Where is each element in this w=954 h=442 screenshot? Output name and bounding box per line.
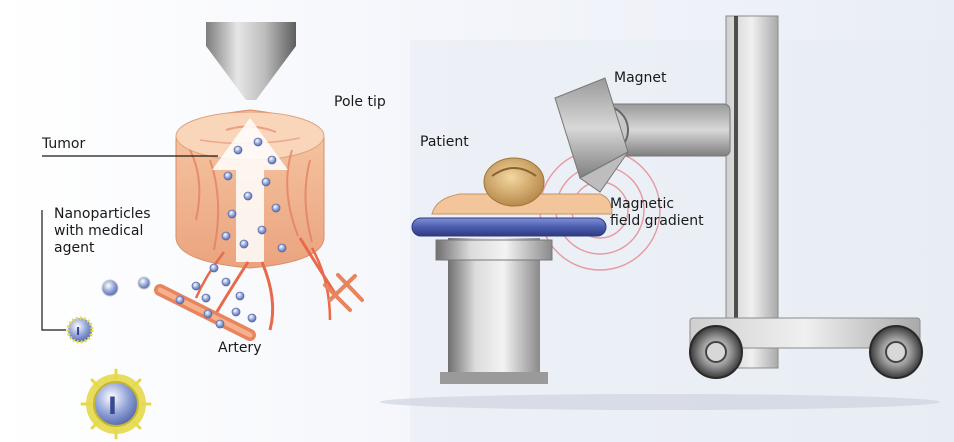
nanoparticle-dot (272, 204, 280, 212)
nanoparticle-dot (222, 278, 230, 286)
nanoparticle-medium: I (68, 318, 92, 342)
field-gradient-label: Magnetic field gradient (610, 196, 704, 230)
svg-text:I: I (108, 392, 117, 420)
nanoparticle-large: I (82, 370, 150, 438)
nanoparticle-dot (216, 320, 224, 328)
nanoparticle-dot (228, 210, 236, 218)
nanoparticle-dot (234, 146, 242, 154)
nanoparticle-dot (224, 172, 232, 180)
nanoparticle-dot (262, 178, 270, 186)
nanoparticle-dot (204, 310, 212, 318)
nanoparticle-dot (244, 192, 252, 200)
svg-text:I: I (76, 325, 80, 338)
nanoparticles-label: Nanoparticles with medical agent (54, 206, 151, 257)
patient-label: Patient (420, 134, 469, 151)
magnet-label: Magnet (614, 70, 667, 87)
floor-shadow (380, 394, 940, 410)
nanoparticle-dot (232, 308, 240, 316)
nanoparticle-dot (236, 292, 244, 300)
nanoparticle-dot (254, 138, 262, 146)
nanoparticle-dot (240, 240, 248, 248)
nanoparticle-dot (210, 264, 218, 272)
nanoparticle-dot (258, 226, 266, 234)
nanoparticle-dot (192, 282, 200, 290)
nanoparticle-dot (268, 156, 276, 164)
tumor-label: Tumor (42, 136, 85, 153)
nanoparticle-dot (202, 294, 210, 302)
nanoparticle-dot (278, 244, 286, 252)
nanoparticle-dot (222, 232, 230, 240)
pole-tip-label: Pole tip (334, 94, 386, 111)
artery-label: Artery (218, 340, 261, 357)
nanoparticle-dot (176, 296, 184, 304)
nanoparticle-dot (248, 314, 256, 322)
